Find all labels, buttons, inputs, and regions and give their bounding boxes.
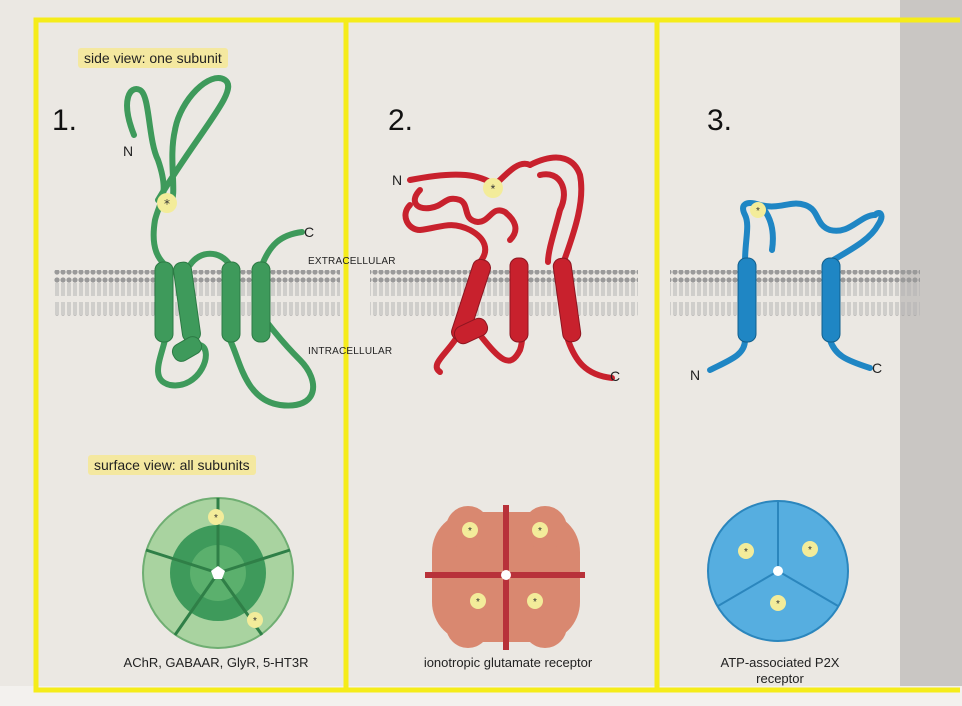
svg-text:*: * [533, 597, 537, 608]
panel-1-caption: AChR, GABAAR, GlyR, 5-HT3R [86, 655, 346, 670]
panel-3-n-terminus: N [690, 367, 700, 383]
panel-2-n-terminus: N [392, 172, 402, 188]
panel-3-caption-line2: receptor [700, 671, 860, 686]
svg-text:*: * [253, 616, 257, 627]
panel-2-caption: ionotropic glutamate receptor [398, 655, 618, 670]
panel-2-surface-view: * * * * [425, 505, 585, 650]
panel-2-number: 2. [388, 104, 413, 138]
panel-3-surface-view: * * * [708, 501, 848, 641]
panel-3-caption-line1: ATP-associated P2X [700, 655, 860, 670]
svg-text:*: * [756, 206, 760, 217]
panel-1-c-terminus: C [304, 224, 314, 240]
side-view-tag: side view: one subunit [78, 48, 228, 68]
svg-text:*: * [808, 545, 812, 556]
panel-1-n-terminus: N [123, 143, 133, 159]
panel-1-number: 1. [52, 104, 77, 138]
membrane-2 [370, 270, 638, 316]
panel-3-c-terminus: C [872, 360, 882, 376]
intracellular-label: INTRACELLULAR [308, 346, 392, 357]
svg-text:*: * [214, 513, 218, 524]
svg-text:*: * [744, 547, 748, 558]
membrane-3 [670, 270, 920, 316]
svg-text:*: * [776, 599, 780, 610]
panel-3-number: 3. [707, 104, 732, 138]
svg-text:*: * [476, 597, 480, 608]
panel-1-surface-view: * * [143, 498, 293, 648]
svg-text:*: * [538, 526, 542, 537]
panel-2-c-terminus: C [610, 368, 620, 384]
svg-text:*: * [491, 182, 496, 196]
svg-text:*: * [164, 197, 170, 211]
surface-view-tag: surface view: all subunits [88, 455, 256, 475]
svg-text:*: * [468, 526, 472, 537]
extracellular-label: EXTRACELLULAR [308, 256, 396, 267]
